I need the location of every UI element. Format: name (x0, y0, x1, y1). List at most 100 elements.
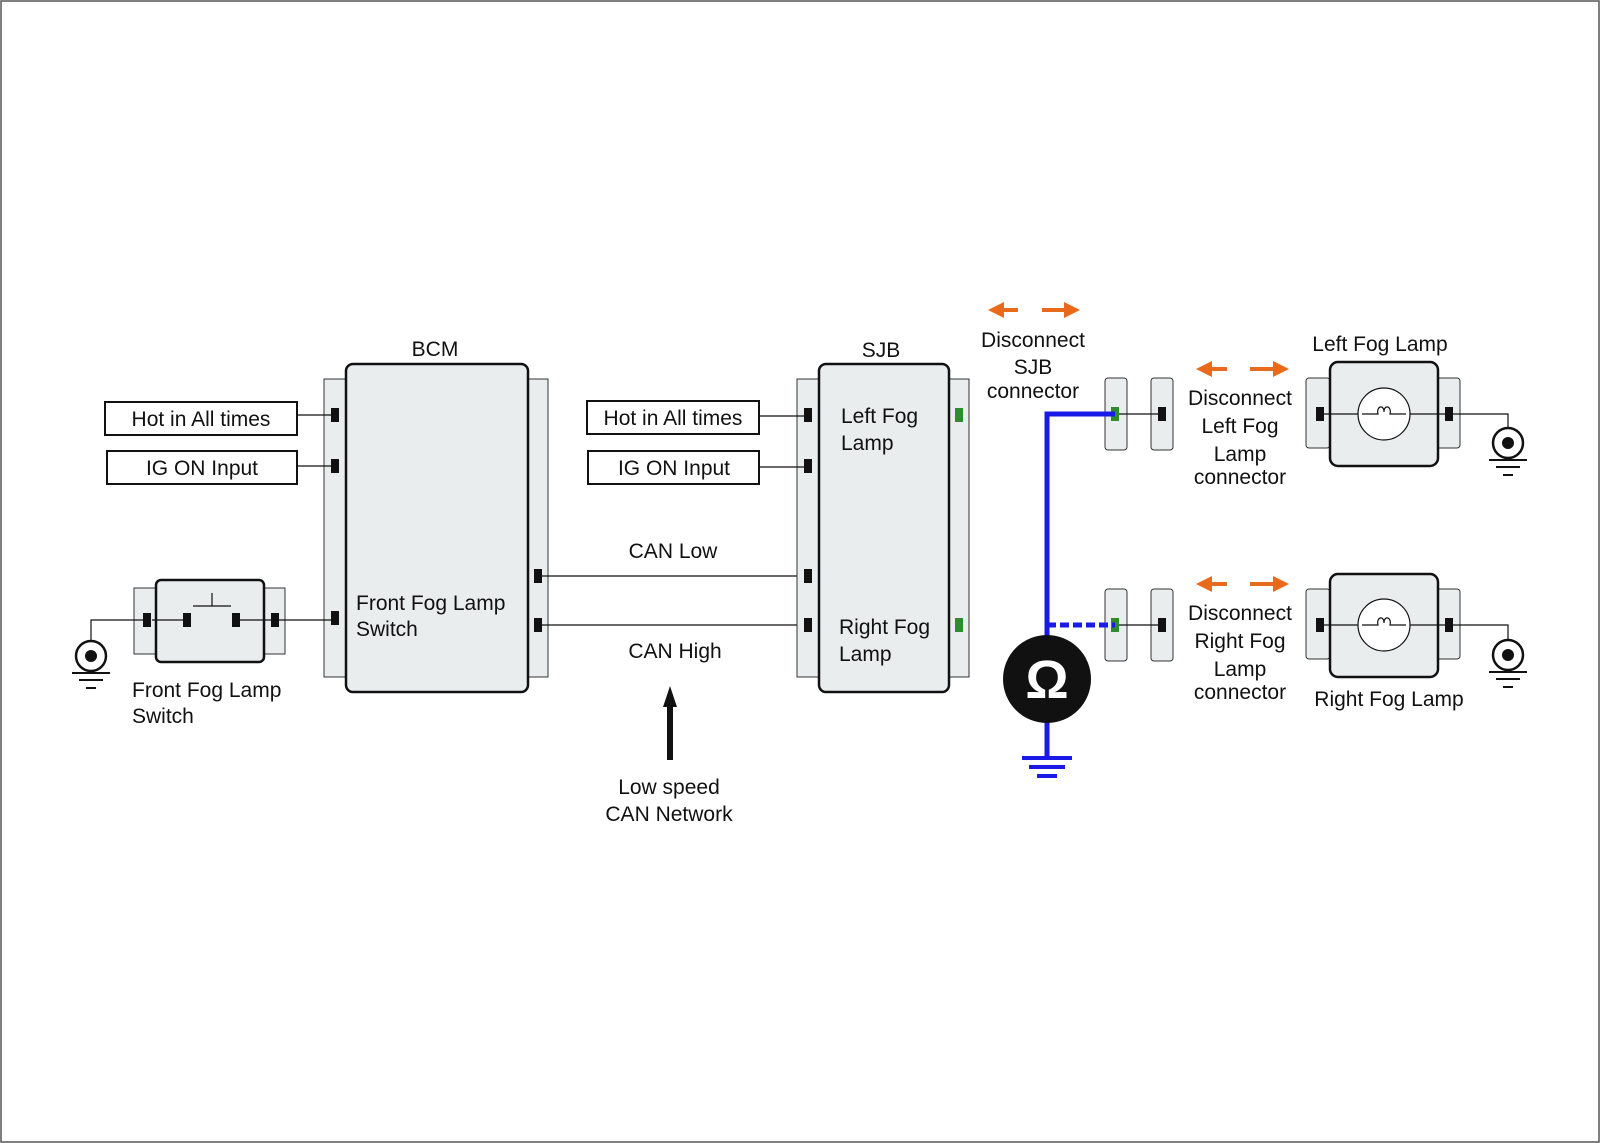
bcm-body (344, 362, 530, 694)
bcm-hot-label: Hot in All times (132, 408, 271, 431)
sjb-arrow-left-head (988, 302, 1004, 318)
meter-lead-left-fog (1044, 411, 1115, 640)
ohmmeter-symbol: Ω (1025, 650, 1068, 710)
sjb-pin-ig (804, 459, 812, 473)
ohmmeter-measurement: Ω (1003, 411, 1115, 778)
ohmmeter-icon (1003, 635, 1091, 723)
left-lamp-ground-wire (1453, 413, 1509, 429)
sjb-right-fog-label-line2: Lamp (839, 643, 892, 666)
left-lamp-filament (1362, 406, 1406, 415)
bcm-module: BCM Front Fog Lamp Switch (323, 338, 549, 694)
left-arrow-right-head (1273, 361, 1289, 377)
right-arrow-right-head (1273, 576, 1289, 592)
left-fog-lamp: Left Fog Lamp (1305, 333, 1461, 468)
switch-contact-left (183, 613, 191, 627)
sjb-right-flange (946, 378, 970, 678)
bcm-title: BCM (412, 338, 459, 361)
switch-contact-right (232, 613, 240, 627)
sjb-body (817, 362, 951, 694)
right-lamp-connector (1104, 588, 1174, 662)
left-lamp-label: Left Fog Lamp (1312, 333, 1447, 356)
switch-ground-wire (90, 619, 143, 641)
right-disconnect-callout: Disconnect Right Fog Lamp connector (1188, 576, 1292, 704)
sjb-left-flange (796, 378, 820, 678)
right-lamp-pin-out (1445, 618, 1453, 632)
bcm-hot-box (104, 401, 298, 436)
sjb-arrow-right-head (1064, 302, 1080, 318)
sjb-pin-can-high (804, 618, 812, 632)
sjb-left-fog-label-line1: Left Fog (841, 405, 918, 428)
sjb-disconnect-callout: Disconnect SJB connector (981, 302, 1085, 403)
left-lamp-ground-icon (1489, 426, 1527, 476)
sjb-hot-label: Hot in All times (604, 407, 743, 430)
can-network-label-line1: Low speed (618, 776, 720, 799)
bcm-right-flange (525, 378, 549, 678)
right-callout-line1: Disconnect (1188, 602, 1292, 625)
left-arrow-left-head (1196, 361, 1212, 377)
right-callout-line3: Lamp (1214, 658, 1267, 681)
switch-label-line1: Front Fog Lamp (132, 679, 281, 702)
bcm-hot-input: Hot in All times (104, 401, 331, 436)
sjb-pin-left-fog-output (955, 408, 963, 422)
left-callout-line4: connector (1194, 466, 1286, 489)
sjb-callout-line2: SJB (1014, 356, 1053, 379)
sjb-module: SJB Left Fog Lamp Right Fog Lamp (796, 339, 970, 694)
sjb-ig-box (587, 450, 760, 485)
left-callout-line3: Lamp (1214, 443, 1267, 466)
right-callout-line4: connector (1194, 681, 1286, 704)
switch-ground-icon (72, 639, 110, 689)
sjb-left-fog-label-line2: Lamp (841, 432, 894, 455)
left-callout-line2: Left Fog (1201, 415, 1278, 438)
bcm-left-flange (323, 378, 347, 678)
right-lamp-filament (1362, 617, 1406, 626)
right-callout-line2: Right Fog (1194, 630, 1285, 653)
left-connector-pin-b (1158, 407, 1166, 421)
sjb-pin-hot (804, 408, 812, 422)
left-callout-line1: Disconnect (1188, 387, 1292, 410)
can-bus: CAN Low CAN High Low speed CAN Network (542, 540, 804, 826)
bcm-ig-label: IG ON Input (146, 457, 258, 480)
right-lamp-label: Right Fog Lamp (1314, 688, 1463, 711)
bcm-switch-label-line2: Switch (356, 618, 418, 641)
can-high-label: CAN High (628, 640, 721, 663)
bcm-pin-can-high (534, 618, 542, 632)
bcm-pin-ig (331, 459, 339, 473)
switch-pin-right (271, 613, 279, 627)
right-fog-lamp: Right Fog Lamp (1305, 572, 1464, 711)
can-network-label-line2: CAN Network (605, 803, 733, 826)
right-connector-pin-b (1158, 618, 1166, 632)
can-low-label: CAN Low (629, 540, 719, 563)
sjb-callout-line1: Disconnect (981, 329, 1085, 352)
sjb-callout-line3: connector (987, 380, 1079, 403)
right-lamp-ground-icon (1489, 638, 1527, 688)
left-lamp-pin-out (1445, 407, 1453, 421)
sjb-ig-input: IG ON Input (587, 450, 804, 485)
bcm-ig-box (106, 450, 298, 485)
sjb-hot-input: Hot in All times (586, 400, 804, 435)
can-network-arrow-head (663, 686, 677, 707)
sjb-right-fog-label-line1: Right Fog (839, 616, 930, 639)
right-lamp-ground-wire (1453, 624, 1509, 640)
left-lamp-pin-in (1316, 407, 1324, 421)
right-lamp-bulb-icon (1357, 598, 1411, 652)
sjb-ig-label: IG ON Input (618, 457, 730, 480)
left-disconnect-callout: Disconnect Left Fog Lamp connector (1188, 361, 1292, 489)
switch-label-line2: Switch (132, 705, 194, 728)
right-arrow-left-head (1196, 576, 1212, 592)
switch-pin-left (143, 613, 151, 627)
switch-body (154, 578, 266, 664)
sjb-title: SJB (862, 339, 901, 362)
bcm-pin-can-low (534, 569, 542, 583)
sjb-hot-box (586, 400, 760, 435)
sjb-pin-right-fog-output (955, 618, 963, 632)
sjb-pin-can-low (804, 569, 812, 583)
bcm-pin-hot (331, 408, 339, 422)
right-lamp-pin-in (1316, 618, 1324, 632)
bcm-switch-label-line1: Front Fog Lamp (356, 592, 505, 615)
front-fog-switch: Front Fog Lamp Switch (132, 578, 286, 728)
bcm-pin-switch (331, 611, 339, 625)
left-lamp-connector (1104, 377, 1174, 451)
bcm-ig-input: IG ON Input (106, 450, 331, 485)
left-lamp-bulb-icon (1357, 387, 1411, 441)
